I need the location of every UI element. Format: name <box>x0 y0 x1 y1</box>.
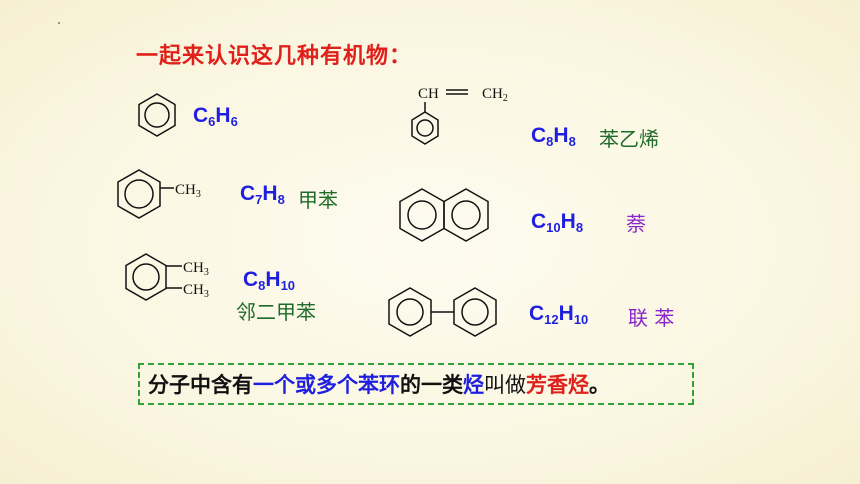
styrene-ch2-label: CH2 <box>482 86 508 104</box>
benzene-ring <box>138 93 176 137</box>
benzene-formula: C6H6 <box>193 104 238 129</box>
biphenyl-ring-left <box>388 287 432 337</box>
definition-part-5: 叫做 <box>484 373 526 397</box>
o-xylene-ring <box>125 253 167 301</box>
styrene-name: 苯乙烯 <box>599 127 659 151</box>
definition-period: 。 <box>589 373 610 397</box>
definition-part-1: 分子中含有 <box>148 373 253 397</box>
page-title: 一起来认识这几种有机物： <box>136 44 413 69</box>
definition-highlight-hydrocarbon: 烃 <box>463 373 484 397</box>
benzene-inner-circle <box>144 102 170 128</box>
decorative-dot <box>58 22 60 24</box>
definition-box: 分子中含有 一个或多个苯环 的一类 烃 叫做 芳香烃 。 <box>138 363 694 405</box>
naphthalene-structure <box>399 188 489 242</box>
toluene-structure: CH3 <box>117 169 201 219</box>
definition-highlight-rings: 一个或多个苯环 <box>253 373 400 397</box>
toluene-name: 甲苯 <box>298 188 338 212</box>
naphthalene-ring-left <box>399 188 445 242</box>
styrene-structure: CH CH2 <box>411 86 508 145</box>
naphthalene-inner-circle-left <box>407 200 437 230</box>
o-xylene-inner-circle <box>132 263 160 291</box>
o-xylene-name: 邻二甲苯 <box>236 300 316 324</box>
naphthalene-formula: C10H8 <box>531 210 584 235</box>
naphthalene-ring-right <box>443 188 489 242</box>
o-xylene-methyl-label-2: CH3 <box>183 282 209 300</box>
styrene-inner-circle <box>416 119 434 137</box>
styrene-formula: C8H8 <box>531 124 576 149</box>
biphenyl-name: 联 苯 <box>628 306 675 330</box>
o-xylene-methyl-label-1: CH3 <box>183 260 209 278</box>
biphenyl-ring-right <box>453 287 497 337</box>
definition-highlight-aromatic: 芳香烃 <box>526 373 589 397</box>
o-xylene-formula: C8H10 <box>243 268 296 293</box>
biphenyl-formula: C12H10 <box>529 302 589 327</box>
o-xylene-structure: CH3 CH3 <box>125 253 209 301</box>
biphenyl-structure <box>388 287 497 337</box>
definition-part-3: 的一类 <box>400 373 463 397</box>
toluene-formula: C7H8 <box>240 182 285 207</box>
naphthalene-name: 萘 <box>626 212 646 236</box>
toluene-ring <box>117 169 161 219</box>
toluene-inner-circle <box>124 179 154 209</box>
biphenyl-inner-circle-left <box>396 298 424 326</box>
benzene-structure <box>138 93 176 137</box>
styrene-ring <box>411 111 439 145</box>
biphenyl-inner-circle-right <box>461 298 489 326</box>
toluene-methyl-label: CH3 <box>175 182 201 200</box>
styrene-ch-label: CH <box>418 86 439 102</box>
naphthalene-inner-circle-right <box>451 200 481 230</box>
